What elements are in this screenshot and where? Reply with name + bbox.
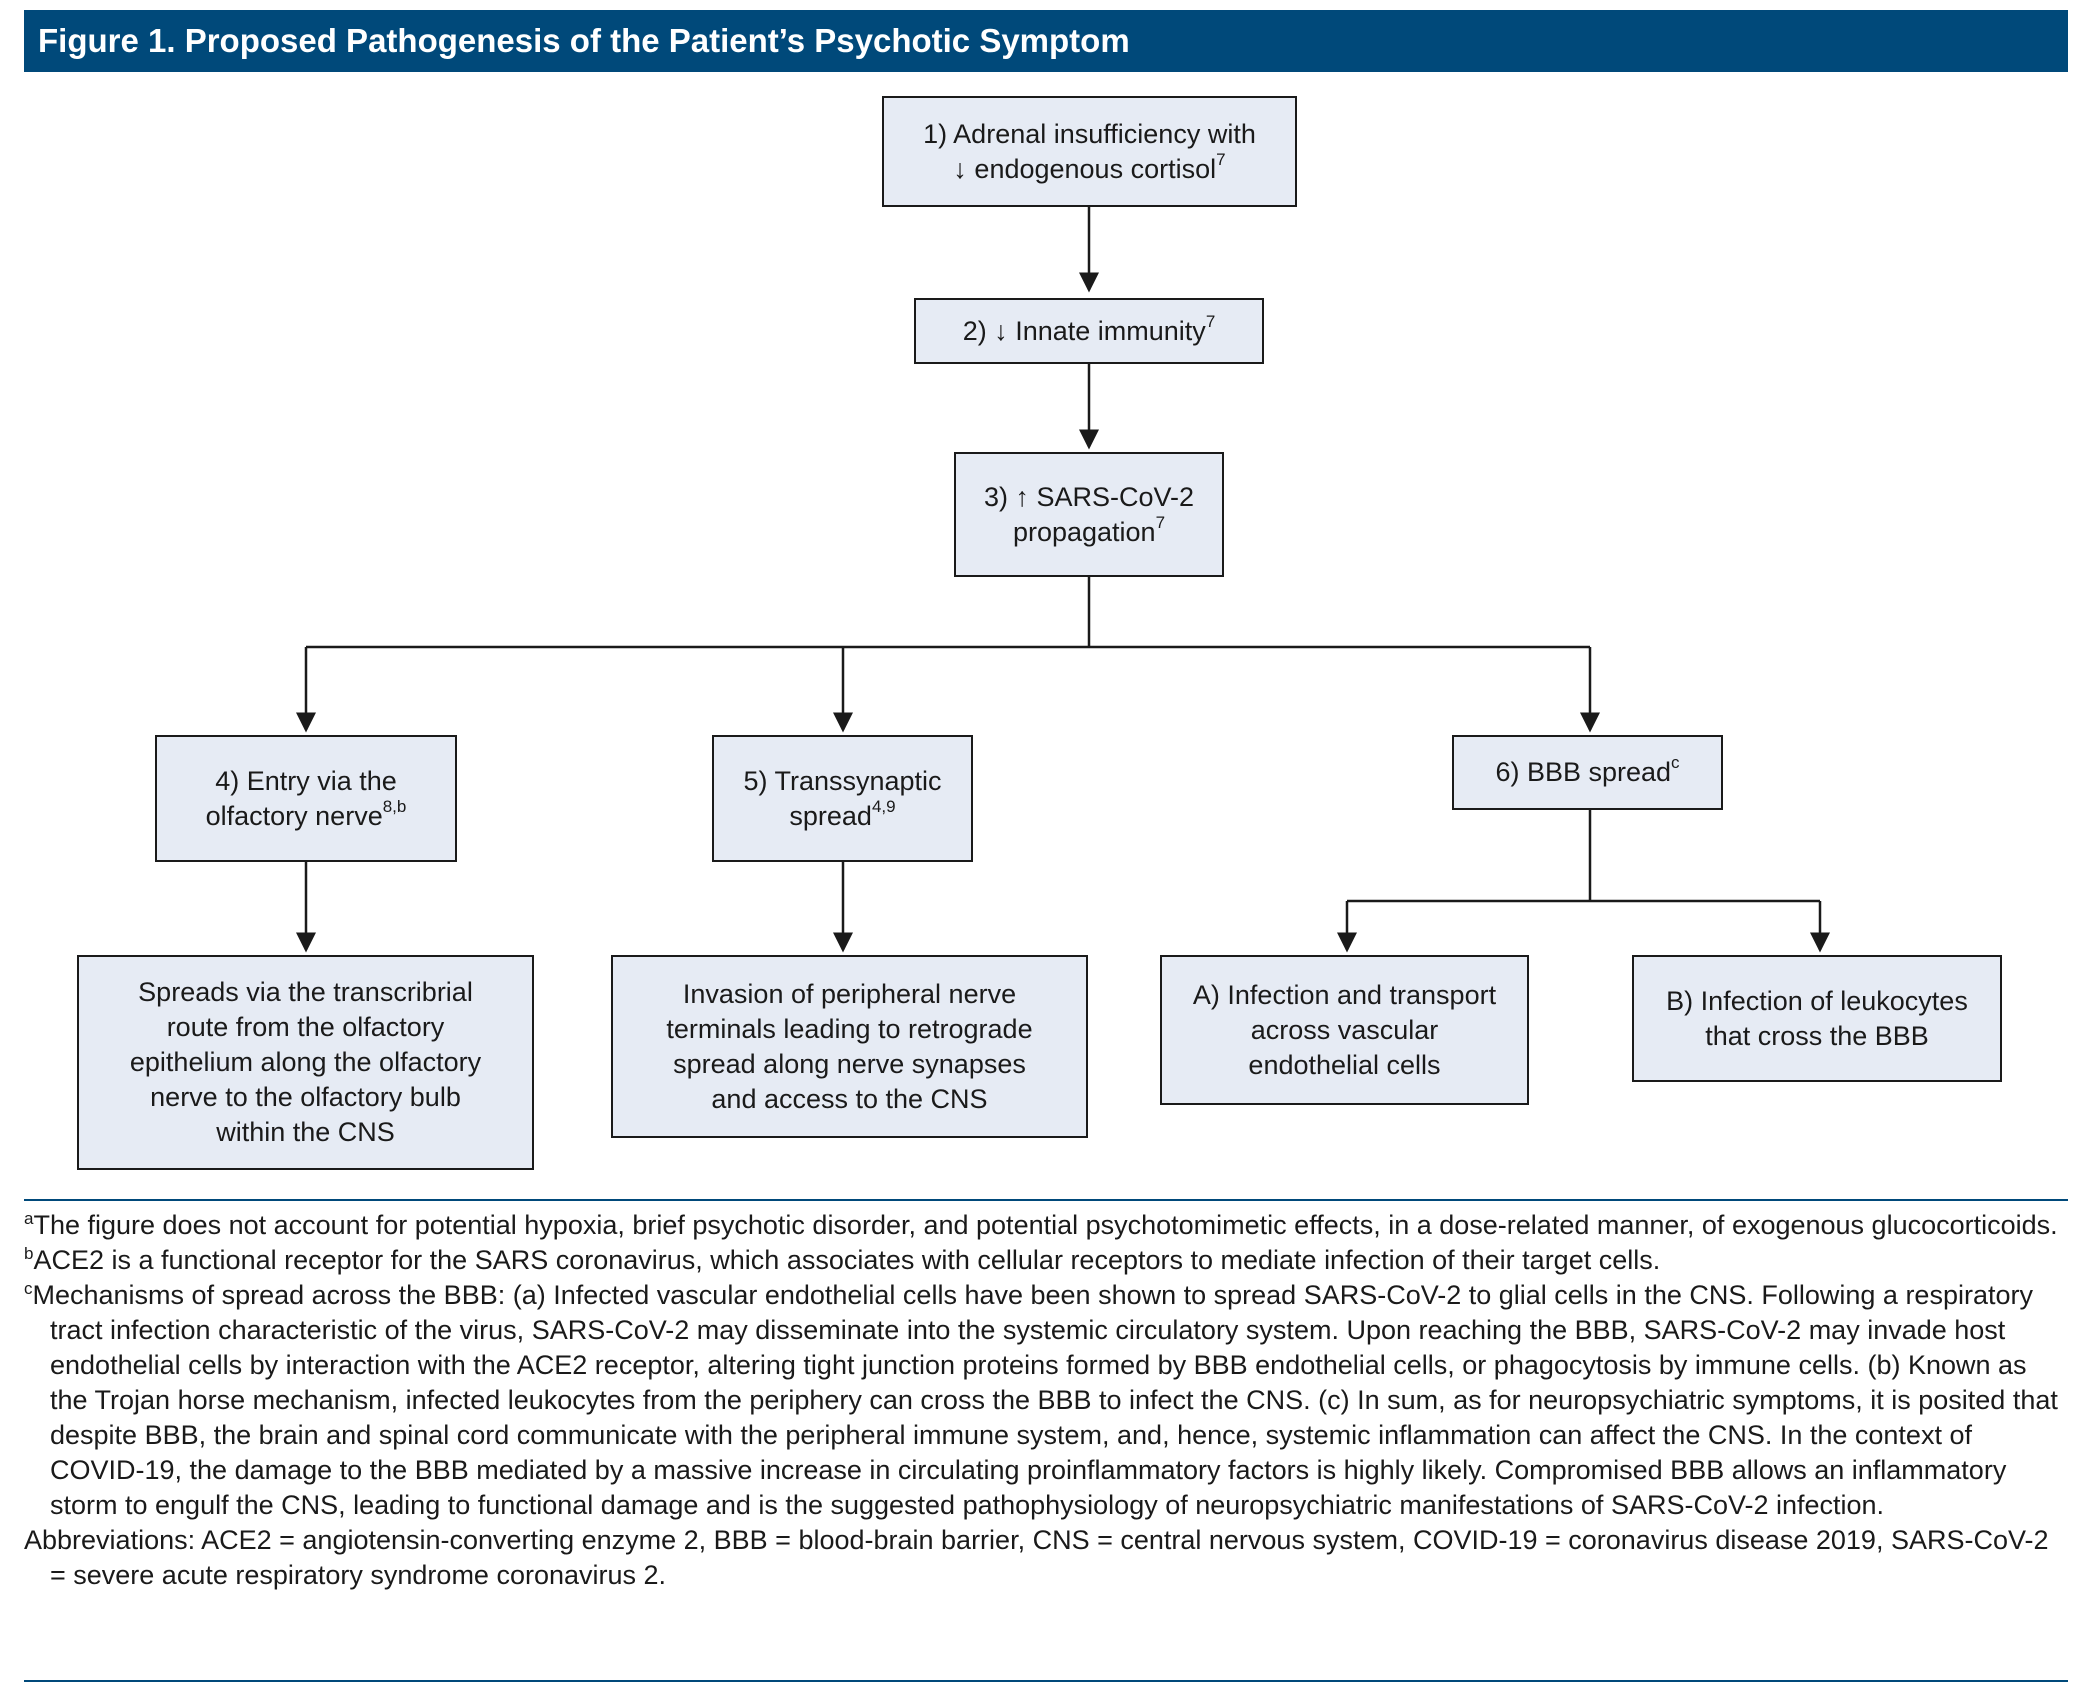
footnote-c-mark: c [24, 1279, 33, 1298]
node-1-ref: 7 [1216, 149, 1226, 169]
node-5-ref: 4,9 [871, 796, 896, 816]
footnote-a-mark: a [24, 1209, 34, 1228]
node-3-sars-cov-2-propagation: 3) ↑ SARS-CoV-2 propagation7 [954, 452, 1224, 577]
node-1-adrenal-insufficiency: 1) Adrenal insufficiency with ↓ endogeno… [882, 96, 1297, 207]
connector-lines [296, 207, 1830, 953]
node-5a-peripheral-nerve-invasion: Invasion of peripheral nerve terminals l… [611, 955, 1088, 1138]
node-6a-endothelial-transport: A) Infection and transport across vascul… [1160, 955, 1529, 1105]
node-6-ref: c [1671, 753, 1680, 772]
figure-title: Figure 1. Proposed Pathogenesis of the P… [24, 10, 2068, 72]
node-1-label: 1) Adrenal insufficiency with ↓ endogeno… [923, 118, 1256, 184]
footnote-a: aThe figure does not account for potenti… [24, 1208, 2064, 1243]
footnote-bottom-rule [24, 1680, 2068, 1682]
footnote-b: bACE2 is a functional receptor for the S… [24, 1243, 2064, 1278]
footnote-a-text: The figure does not account for potentia… [33, 1210, 2058, 1240]
node-5a-label: Invasion of peripheral nerve terminals l… [666, 978, 1033, 1114]
footnote-b-text: ACE2 is a functional receptor for the SA… [33, 1245, 1661, 1275]
node-4-label: 4) Entry via the olfactory nerve [205, 765, 397, 831]
node-6-label: 6) BBB spread [1495, 757, 1672, 787]
footnote-c: cMechanisms of spread across the BBB: (a… [24, 1278, 2064, 1523]
node-3-ref: 7 [1155, 512, 1166, 532]
node-3-label: 3) ↑ SARS-CoV-2 propagation [983, 481, 1195, 547]
node-4-olfactory-entry: 4) Entry via the olfactory nerve8,b [155, 735, 457, 862]
footnote-b-mark: b [24, 1244, 34, 1263]
node-4a-transcribrial-route: Spreads via the transcribrial route from… [77, 955, 534, 1170]
node-6b-leukocyte-infection: B) Infection of leukocytes that cross th… [1632, 955, 2002, 1082]
node-6-bbb-spread: 6) BBB spreadc [1452, 735, 1723, 810]
footnote-c-text: Mechanisms of spread across the BBB: (a)… [32, 1280, 2058, 1520]
node-4a-label: Spreads via the transcribrial route from… [129, 977, 482, 1147]
node-6b-label: B) Infection of leukocytes that cross th… [1666, 985, 1968, 1051]
node-6a-label: A) Infection and transport across vascul… [1192, 979, 1497, 1080]
node-2-innate-immunity: 2) ↓ Innate immunity7 [914, 298, 1264, 364]
node-4-ref: 8,b [382, 796, 407, 816]
abbreviations: Abbreviations: ACE2 = angiotensin-conver… [24, 1525, 2049, 1590]
node-5-transsynaptic-spread: 5) Transsynaptic spread4,9 [712, 735, 973, 862]
node-5-label: 5) Transsynaptic spread [743, 765, 942, 831]
footnotes: aThe figure does not account for potenti… [24, 1208, 2064, 1593]
node-2-label: 2) ↓ Innate immunity [962, 315, 1206, 346]
footnote-top-rule [24, 1199, 2068, 1201]
node-2-ref: 7 [1205, 311, 1216, 331]
